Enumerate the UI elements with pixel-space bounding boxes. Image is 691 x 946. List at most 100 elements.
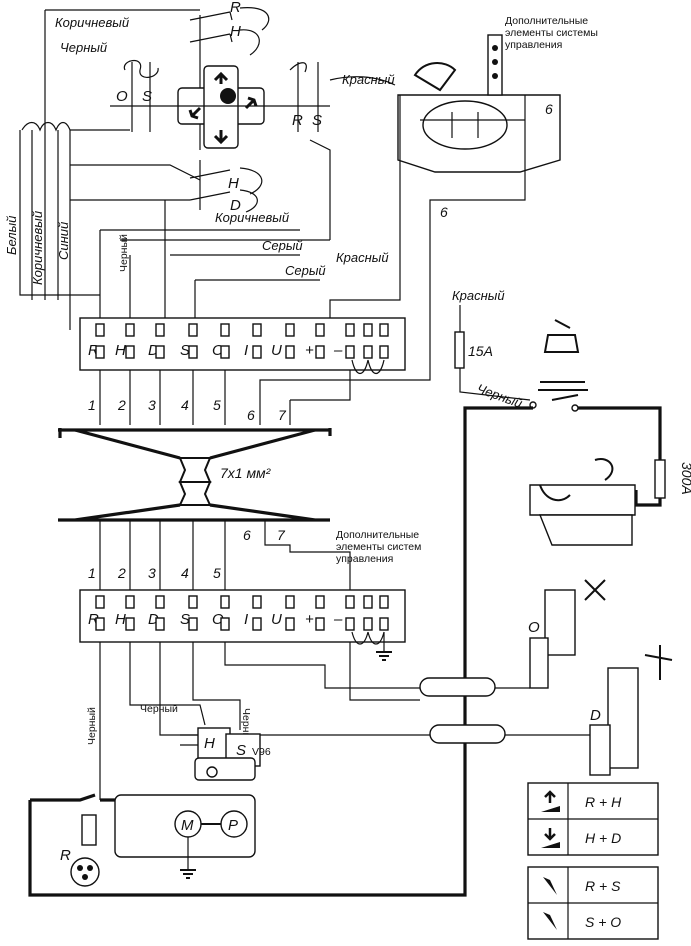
ground-icon <box>376 651 392 661</box>
label-gray-1: Серый <box>262 238 303 253</box>
terminal-pin-lower-bottom-8 <box>315 617 325 631</box>
terminal-pin-lower-top-11 <box>379 345 389 359</box>
joystick-knob <box>220 88 236 104</box>
wire-num-top-4: 4 <box>181 397 189 413</box>
terminal-top-u: U <box>271 342 282 359</box>
wire-num-top-3: 3 <box>148 397 156 413</box>
terminal-pin-bottom-3 <box>155 595 165 609</box>
wire-num-top-5: 5 <box>213 397 221 413</box>
cable-tube-2 <box>429 724 506 744</box>
switch-label-r2: R <box>292 112 303 129</box>
terminal-bot-h: H <box>115 611 126 628</box>
terminal-pin-lower-top-1 <box>95 345 105 359</box>
terminal-bot-r: R <box>88 611 99 628</box>
legend-text-1: R + H <box>585 794 622 810</box>
terminal-bot-plus: + <box>305 611 314 628</box>
terminal-pin-bottom-8 <box>315 595 325 609</box>
terminal-pin-top-6 <box>252 323 262 337</box>
terminal-pin-lower-bottom-5 <box>220 617 230 631</box>
legend-arrow-tilt-right-icon <box>543 912 557 930</box>
terminal-pin-top-11 <box>379 323 389 337</box>
fuse-15a <box>454 331 465 369</box>
motor-label: M <box>181 817 194 834</box>
terminal-pin-lower-bottom-9 <box>345 617 355 631</box>
terminal-pin-top-8 <box>315 323 325 337</box>
terminal-pin-lower-top-9 <box>345 345 355 359</box>
label-red-mid: Красный <box>336 250 389 265</box>
operation-legend: R + H H + D R + S S + O <box>527 782 659 940</box>
wire-num-top-1: 1 <box>88 397 96 413</box>
switch-label-s: S <box>142 88 152 105</box>
terminal-pin-lower-top-7 <box>285 345 295 359</box>
cable-tube-1 <box>419 677 496 697</box>
label-blue-vertical: Синий <box>56 222 71 260</box>
terminal-pin-lower-bottom-4 <box>188 617 198 631</box>
label-brown-top: Коричневый <box>55 15 129 30</box>
wire-num-bot-5: 5 <box>213 565 221 581</box>
terminal-pin-lower-bottom-2 <box>125 617 135 631</box>
valve-cylinder-d <box>607 667 639 769</box>
label-six-mid: 6 <box>440 204 448 220</box>
label-black-vertical: Черный <box>118 234 130 272</box>
legend-arrow-up-icon <box>544 790 556 803</box>
wire-num-bot-2: 2 <box>117 565 126 581</box>
valve-cylinder-o <box>544 589 576 656</box>
terminal-top-r: R <box>88 342 99 359</box>
terminal-bot-u: U <box>271 611 282 628</box>
left-wire-harness <box>19 9 331 330</box>
cab-control-unit <box>259 34 561 425</box>
switch-label-h2: H <box>228 175 239 192</box>
terminal-bot-s: S <box>180 611 190 628</box>
label-black-valve: Черный <box>140 703 178 715</box>
terminal-pin-bottom-11 <box>379 595 389 609</box>
terminal-top-d: D <box>148 342 159 359</box>
terminal-pin-top-9 <box>345 323 355 337</box>
label-white-vertical: Белый <box>4 216 19 255</box>
terminal-top-i: I <box>244 342 248 359</box>
wire-num-bot-6: 6 <box>243 527 251 543</box>
terminal-pin-bottom-9 <box>345 595 355 609</box>
terminal-pin-lower-top-6 <box>252 345 262 359</box>
wire-num-bot-3: 3 <box>148 565 156 581</box>
valve-h-label: H <box>204 735 215 752</box>
terminal-pin-top-4 <box>188 323 198 337</box>
terminal-pin-lower-bottom-10 <box>363 617 373 631</box>
lift-arrow-icon <box>644 645 673 680</box>
terminal-pin-lower-top-10 <box>363 345 373 359</box>
top-wire-labels: Коричневый Черный Красный Дополнительные… <box>4 15 598 303</box>
label-additional-top-1: Дополнительные <box>505 15 588 27</box>
wire-num-bot-4: 4 <box>181 565 189 581</box>
fuse-300a-label: 300A <box>679 462 691 495</box>
wire-num-top-6: 6 <box>247 407 255 423</box>
arrow-tilt-right-icon <box>244 96 258 110</box>
terminal-pin-top-10 <box>363 323 373 337</box>
arrow-tilt-left-icon <box>188 106 202 120</box>
terminal-pin-lower-bottom-1 <box>95 617 105 631</box>
terminal-bot-d: D <box>148 611 159 628</box>
legend-arrow-tilt-left-icon <box>543 877 557 895</box>
label-additional-top-2: элементы системы <box>505 27 598 39</box>
terminal-pin-bottom-2 <box>125 595 135 609</box>
label-red-right: Красный <box>452 288 505 303</box>
bottom-wire-numbers: 1 2 3 4 5 6 7 Дополнительные элементы си… <box>88 520 421 600</box>
terminal-pin-lower-top-8 <box>315 345 325 359</box>
connector-r <box>70 857 100 887</box>
terminal-top-h: H <box>115 342 126 359</box>
control-switch-assembly: R H O S R S H D <box>110 0 330 214</box>
switch-label-d: D <box>230 197 241 214</box>
terminal-top-minus: – <box>333 342 343 359</box>
terminal-pin-lower-top-4 <box>188 345 198 359</box>
label-additional-bottom-1: Дополнительные <box>336 529 419 541</box>
relay-r-label: R <box>60 847 71 864</box>
label-six-top: 6 <box>545 101 553 117</box>
fuse-15a-label: 15A <box>468 343 493 359</box>
label-black-top: Черный <box>60 40 107 55</box>
terminal-pin-lower-top-5 <box>220 345 230 359</box>
legend-arrow-down-icon <box>544 828 556 841</box>
wire-num-bot-7: 7 <box>277 527 286 543</box>
label-brown-switch: Коричневый <box>215 210 289 225</box>
legend-text-4: S + O <box>585 914 621 930</box>
relay-r <box>81 814 97 846</box>
terminal-pin-top-3 <box>155 323 165 337</box>
